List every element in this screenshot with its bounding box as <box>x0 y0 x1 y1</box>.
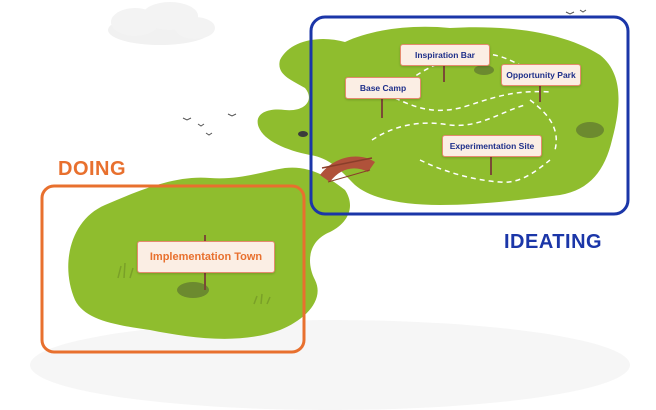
sign-base-camp: Base Camp <box>345 77 421 99</box>
doing-outline <box>40 184 306 354</box>
sign-implementation-town: Implementation Town <box>137 241 275 273</box>
region-label-ideating: IDEATING <box>504 231 603 253</box>
sign-opportunity-park: Opportunity Park <box>501 64 581 86</box>
sign-experimentation-site: Experimentation Site <box>442 135 542 157</box>
grass-tufts <box>117 262 271 305</box>
bushes <box>177 65 604 298</box>
ideating-outline <box>309 15 630 216</box>
bridge <box>320 156 375 183</box>
background-haze <box>30 320 630 410</box>
cloud <box>108 2 215 45</box>
region-label-doing: DOING <box>58 158 127 180</box>
sign-inspiration-bar: Inspiration Bar <box>400 44 490 66</box>
birds <box>182 9 587 136</box>
